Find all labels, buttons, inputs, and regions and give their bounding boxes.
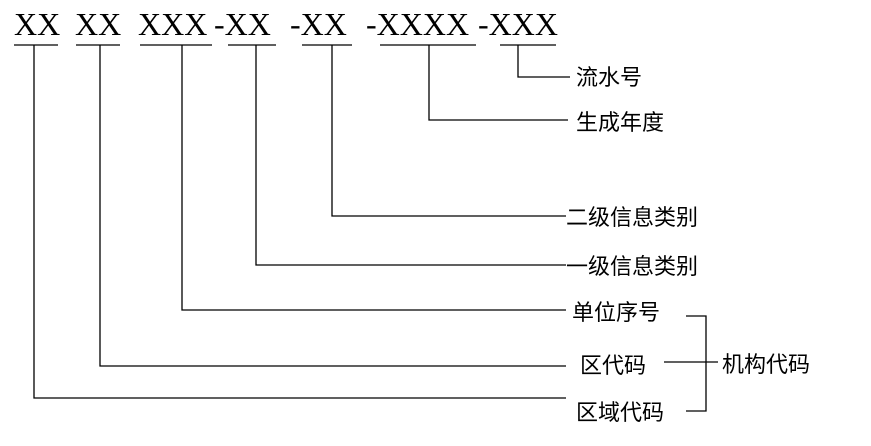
code-segment-unit: XXX	[138, 6, 207, 42]
code-segment-year: -XXXX	[366, 6, 469, 42]
connector-region	[33, 45, 566, 399]
label-serial-number: 流水号	[576, 66, 642, 91]
label-generation-year: 生成年度	[576, 111, 664, 136]
connector-secondary	[331, 45, 566, 217]
bracket-shape	[686, 315, 707, 412]
code-segment-region: XX	[14, 6, 60, 42]
label-district-code: 区代码	[580, 354, 646, 379]
connector-primary	[255, 45, 566, 266]
connector-unit	[181, 45, 566, 311]
organization-bracket: 机构代码	[664, 315, 810, 412]
connector-serial	[517, 45, 570, 78]
label-region-code: 区域代码	[576, 401, 664, 426]
label-organization-code: 机构代码	[722, 353, 810, 378]
code-segment-district: XX	[75, 6, 121, 42]
code-format: XX XX XXX -XX -XX -XXXX -XXX	[14, 6, 558, 42]
label-secondary-category: 二级信息类别	[566, 206, 698, 231]
label-unit-number: 单位序号	[572, 301, 660, 326]
label-primary-category: 一级信息类别	[566, 255, 698, 280]
field-labels: 流水号 生成年度 二级信息类别 一级信息类别 单位序号 区代码 区域代码	[566, 66, 698, 426]
code-segment-primary: -XX	[214, 6, 271, 42]
connector-lines	[33, 45, 570, 399]
code-segment-serial: -XXX	[478, 6, 558, 42]
connector-year	[428, 45, 568, 121]
code-segment-secondary: -XX	[290, 6, 347, 42]
connector-district	[99, 45, 566, 367]
